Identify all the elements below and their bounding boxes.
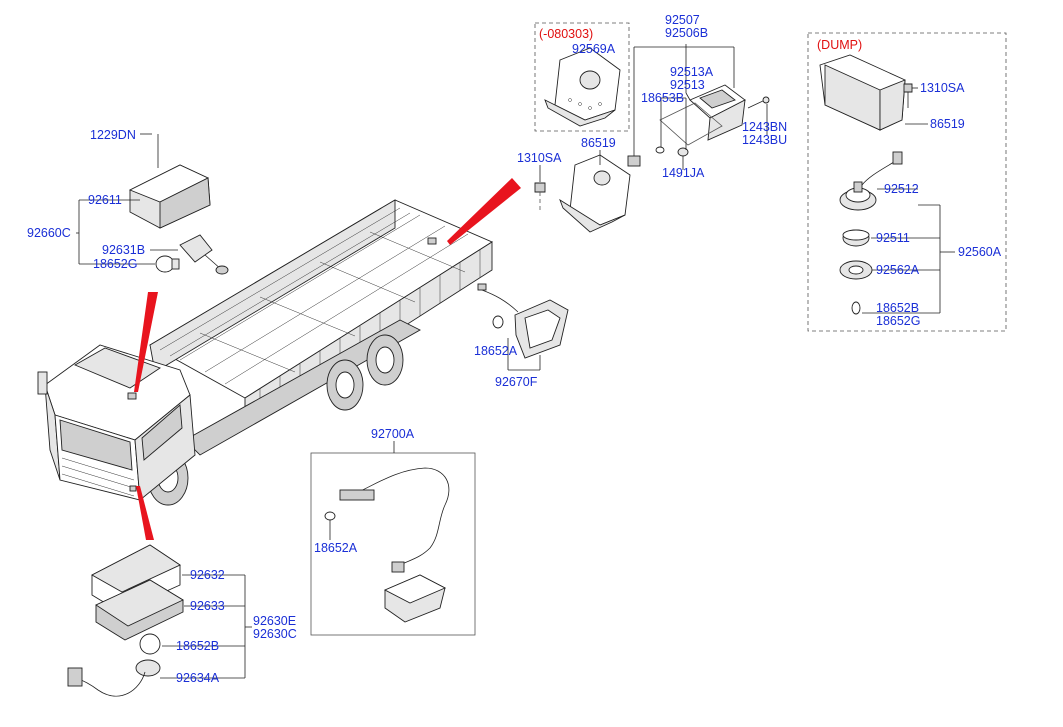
- callout-92630e: 92630E: [253, 614, 296, 628]
- dump-bracket-86519: [819, 54, 913, 131]
- callout-92632: 92632: [190, 568, 225, 582]
- callout-1243bu: 1243BU: [742, 133, 787, 147]
- callout-18653b: 18653B: [641, 91, 684, 105]
- callout-1229dn: 1229DN: [90, 128, 136, 142]
- variant-box-080303: [534, 22, 630, 132]
- callout-1243bn: 1243BN: [742, 120, 787, 134]
- callout-92634a: 92634A: [176, 671, 220, 685]
- pointer-arrow-bottom: [136, 486, 154, 540]
- callout-18652g-dump: 18652G: [876, 314, 920, 328]
- callout-92700a: 92700A: [371, 427, 415, 441]
- callout-92513: 92513: [670, 78, 705, 92]
- callout-1491ja: 1491JA: [662, 166, 705, 180]
- callout-92507: 92507: [665, 13, 700, 27]
- callout-92630c: 92630C: [253, 627, 297, 641]
- leaders-license: [633, 44, 768, 170]
- callout-92631b: 92631B: [102, 243, 145, 257]
- dump-switch-92512: [839, 151, 903, 211]
- leaders-roof: [76, 133, 178, 265]
- dump-bulb: [851, 301, 861, 315]
- callout-18652b-dump: 18652B: [876, 301, 919, 315]
- callout-92660c: 92660C: [27, 226, 71, 240]
- truck-illustration: [37, 199, 493, 506]
- callout-86519-mid: 86519: [581, 136, 616, 150]
- callout-18652g-roof: 18652G: [93, 257, 137, 271]
- callout-1310sa-mid: 1310SA: [517, 151, 562, 165]
- callout-92562a: 92562A: [876, 263, 920, 277]
- callout-92506b: 92506B: [665, 26, 708, 40]
- callout-18652a-box: 18652A: [314, 541, 358, 555]
- callout-92560a: 92560A: [958, 245, 1002, 259]
- roof-lamp-assembly: [128, 134, 229, 275]
- note-dump: (DUMP): [817, 38, 862, 52]
- callout-92569a: 92569A: [572, 42, 616, 56]
- callout-92512: 92512: [884, 182, 919, 196]
- bracket-86519-mid: [534, 154, 631, 233]
- callout-92511: 92511: [876, 231, 910, 245]
- callout-92633: 92633: [190, 599, 225, 613]
- detail-box-92700a: [310, 452, 476, 636]
- leaders-dump: [862, 87, 955, 314]
- marker-lamp-assembly: [67, 544, 184, 697]
- wire-harness-92700a: [324, 467, 450, 623]
- callout-1310sa-dump: 1310SA: [920, 81, 965, 95]
- callout-92513a: 92513A: [670, 65, 714, 79]
- variant-box-dump: [807, 32, 1007, 332]
- leaders-bottom: [160, 574, 252, 679]
- bracket-92569a: [544, 47, 621, 127]
- callout-92611: 92611: [88, 193, 122, 207]
- pointer-arrow-roof: [134, 292, 158, 392]
- rear-lamp-assembly: [477, 283, 569, 359]
- note-080303: (-080303): [539, 27, 593, 41]
- callout-92670f: 92670F: [495, 375, 538, 389]
- callout-86519-dump: 86519: [930, 117, 965, 131]
- callout-18652a-rear: 18652A: [474, 344, 518, 358]
- license-lamp-assembly: [627, 84, 770, 167]
- pointer-arrow-bed: [447, 178, 521, 245]
- callout-18652b-bottom: 18652B: [176, 639, 219, 653]
